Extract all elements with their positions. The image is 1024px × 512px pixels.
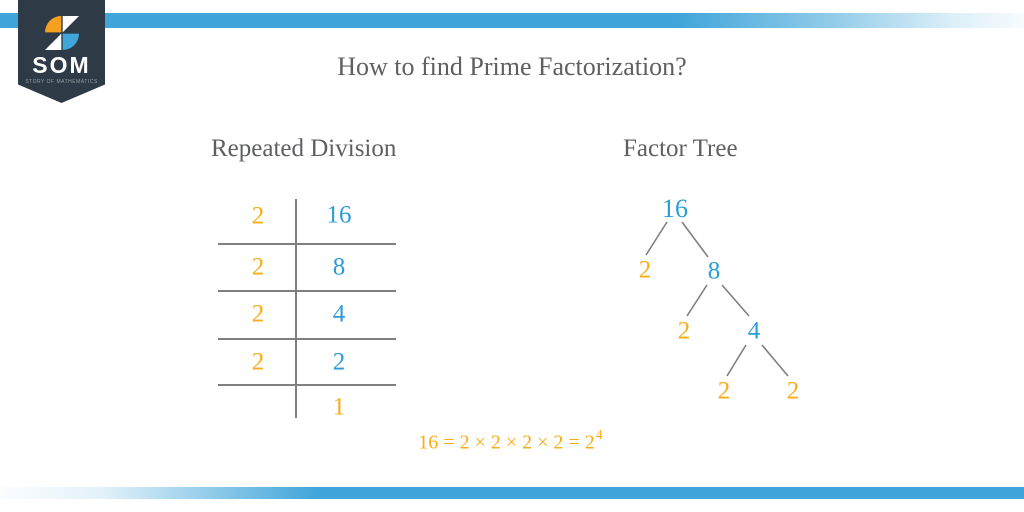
division-table-rule bbox=[218, 243, 396, 245]
division-table-rule bbox=[218, 290, 396, 292]
tree-node: 2 bbox=[677, 317, 691, 345]
division-table-rule bbox=[218, 338, 396, 340]
tree-node: 2 bbox=[717, 377, 731, 405]
logo-brand: SOM bbox=[32, 52, 91, 78]
logo-tagline: STORY OF MATHEMATICS bbox=[25, 79, 98, 85]
som-logo: SOM STORY OF MATHEMATICS bbox=[18, 0, 105, 103]
division-quotient: 8 bbox=[332, 253, 346, 281]
division-final-quotient: 1 bbox=[332, 393, 346, 421]
repeated-division-heading: Repeated Division bbox=[211, 135, 397, 162]
tree-node: 16 bbox=[662, 194, 688, 223]
pinwheel-icon bbox=[44, 16, 79, 50]
division-quotient: 16 bbox=[326, 201, 352, 229]
prime-factorization-equation: 16 = 2 × 2 × 2 × 2 = 24 bbox=[418, 428, 603, 455]
tree-node: 2 bbox=[786, 377, 800, 405]
page-title: How to find Prime Factorization? bbox=[337, 52, 687, 81]
division-quotient: 4 bbox=[332, 300, 346, 328]
division-divisor: 2 bbox=[251, 348, 265, 376]
division-quotient: 2 bbox=[332, 348, 346, 376]
tree-node: 4 bbox=[747, 317, 761, 345]
top-accent-bar bbox=[0, 13, 1024, 28]
equation-exponent: 4 bbox=[595, 428, 603, 443]
tree-node: 8 bbox=[707, 257, 721, 285]
factor-tree-heading: Factor Tree bbox=[623, 135, 738, 162]
division-table-vertical-line bbox=[295, 199, 297, 418]
division-divisor: 2 bbox=[251, 202, 265, 230]
tree-node: 2 bbox=[638, 256, 652, 284]
division-divisor: 2 bbox=[251, 253, 265, 281]
division-divisor: 2 bbox=[251, 300, 265, 328]
equation-main: 16 = 2 × 2 × 2 × 2 = 2 bbox=[418, 431, 595, 454]
bottom-accent-bar bbox=[0, 487, 1024, 499]
division-table-rule bbox=[218, 384, 396, 386]
